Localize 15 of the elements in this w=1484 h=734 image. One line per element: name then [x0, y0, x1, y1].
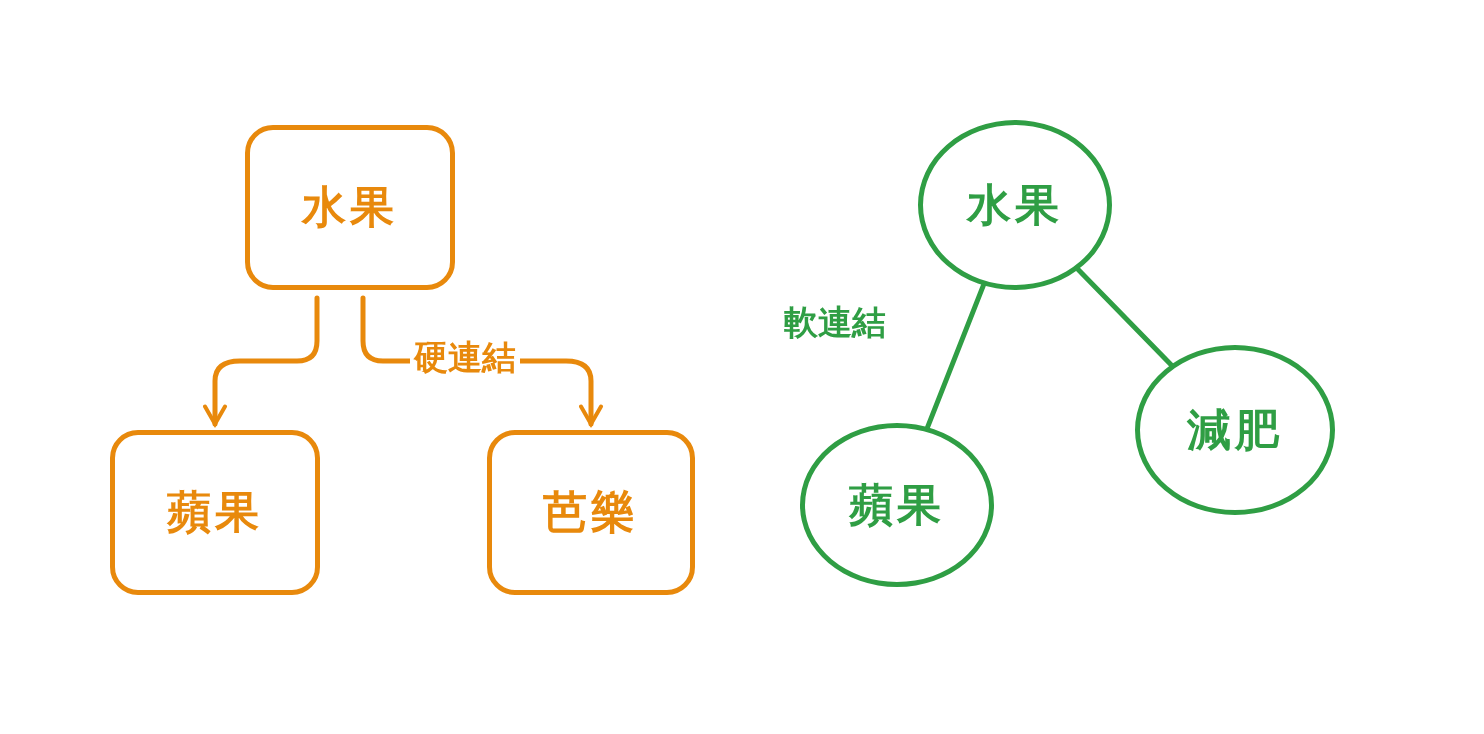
connector-line [925, 282, 986, 430]
arrow [203, 295, 320, 427]
topic-circle [800, 423, 994, 587]
node-label: 芭樂 [543, 485, 639, 539]
node-label: 水果 [302, 180, 398, 234]
node-label: 蘋果 [849, 477, 945, 532]
process-box [110, 430, 320, 595]
process-box [245, 125, 455, 290]
node-label: 減肥 [1187, 402, 1283, 457]
node-label: 水果 [967, 177, 1063, 232]
topic-circle [1135, 345, 1335, 515]
node-label: 蘋果 [167, 485, 263, 539]
process-box [487, 430, 695, 595]
topic-circle [918, 120, 1112, 290]
connector-line [1075, 267, 1174, 368]
